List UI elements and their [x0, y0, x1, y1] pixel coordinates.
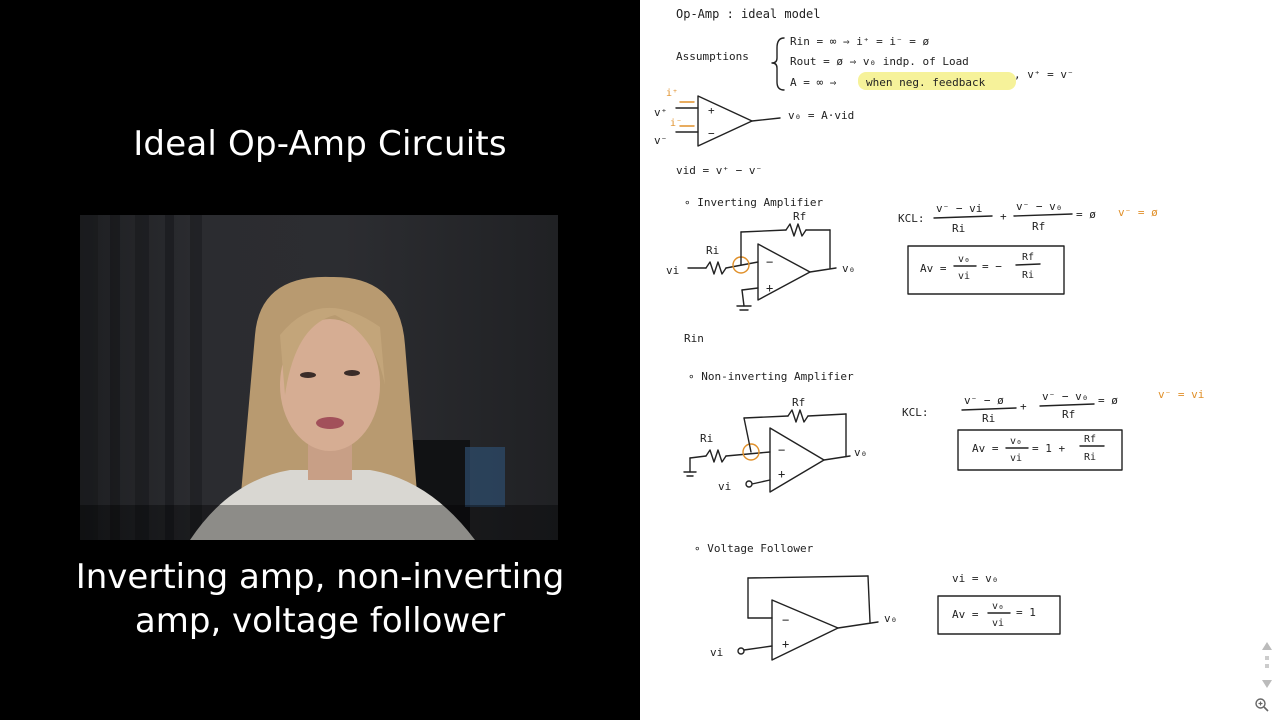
inverting-ri: Ri	[706, 244, 719, 257]
magnifier-glyph	[1255, 698, 1269, 712]
highlight-mark	[858, 72, 1016, 90]
noninverting-kcl-eq: = ø	[1098, 394, 1118, 407]
noninverting-note: v⁻ = vi	[1158, 388, 1204, 401]
svg-text:+: +	[778, 467, 785, 481]
noninverting-gain-lhs: Av =	[972, 442, 999, 455]
inverting-vo: v₀	[842, 262, 855, 275]
noninverting-gain-box	[957, 429, 1123, 471]
assumption-1: Rin = ∞ ⇒ i⁺ = i⁻ = ø	[790, 35, 929, 48]
inverting-gain-num2: Rf	[1022, 252, 1034, 263]
noninverting-gain-num1: v₀	[1010, 436, 1022, 447]
page-scroll-icon[interactable]	[1260, 640, 1274, 690]
noninverting-rf: Rf	[792, 396, 805, 409]
noninverting-gain-mid: = 1 +	[1032, 442, 1065, 455]
notes-page: Op-Amp : ideal model Assumptions Rin = ∞…	[640, 0, 1280, 720]
follower-gain-rhs: = 1	[1016, 606, 1036, 619]
follower-eq: vi = v₀	[952, 572, 998, 585]
follower-circuit: − +	[737, 575, 879, 661]
notes-heading: Op-Amp : ideal model	[676, 7, 821, 21]
assumption-3a: A = ∞ ⇒	[790, 76, 837, 89]
follower-vi: vi	[710, 646, 723, 659]
inverting-gain-den1: vi	[958, 271, 970, 282]
inverting-kcl-label: KCL:	[898, 212, 925, 225]
subtitle-line-2: amp, voltage follower	[134, 601, 506, 641]
vid-equation: vid = v⁺ − v⁻	[676, 164, 762, 177]
slide-subtitle: Inverting amp, non-inverting amp, voltag…	[0, 555, 640, 643]
opamp-in-plus: v⁺	[654, 106, 667, 119]
follower-gain-den: vi	[992, 618, 1004, 629]
zoom-icon[interactable]	[1252, 697, 1272, 717]
svg-text:−: −	[766, 255, 773, 269]
svg-text:+: +	[782, 637, 789, 651]
noninverting-kcl-t1-num: v⁻ − ø	[964, 394, 1004, 407]
assumption-2: Rout = ø ⇒ v₀ indp. of Load	[790, 55, 969, 68]
noninverting-gain-den1: vi	[1010, 453, 1022, 464]
slide-title: Ideal Op-Amp Circuits	[133, 124, 507, 164]
fraction-bar	[961, 407, 1017, 411]
inverting-kcl-eq: = ø	[1076, 208, 1096, 221]
svg-text:−: −	[708, 127, 715, 140]
follower-gain-num: v₀	[992, 601, 1004, 612]
inverting-gain-num1: v₀	[958, 254, 970, 265]
ideal-opamp-symbol: + −	[675, 95, 781, 147]
noninverting-kcl-label: KCL:	[902, 406, 929, 419]
follower-gain-lhs: Av =	[952, 608, 979, 621]
assumption-3c: , v⁺ = v⁻	[1014, 68, 1074, 81]
inverting-kcl-t1-num: v⁻ − vi	[936, 202, 982, 215]
opamp-output-eq: v₀ = A·vid	[788, 109, 854, 122]
noninverting-kcl-t1-den: Ri	[982, 412, 995, 425]
svg-text:+: +	[708, 104, 715, 117]
inverting-note: v⁻ = ø	[1118, 206, 1158, 219]
opamp-i-plus: i⁺	[666, 88, 678, 99]
follower-vo: v₀	[884, 612, 897, 625]
inverting-gain-lhs: Av =	[920, 262, 947, 275]
rin-label: Rin	[684, 332, 704, 345]
assumptions-brace	[771, 37, 785, 91]
subtitle-line-1: Inverting amp, non-inverting	[75, 557, 565, 597]
inverting-rf: Rf	[793, 210, 806, 223]
fraction-bar	[933, 215, 993, 219]
svg-text:−: −	[782, 613, 789, 627]
opamp-i-minus: i⁻	[670, 118, 682, 129]
fraction-bar	[1013, 213, 1073, 217]
fraction-bar	[1039, 403, 1095, 407]
inverting-kcl-t1-den: Ri	[952, 222, 965, 235]
follower-gain-box	[937, 595, 1061, 635]
noninverting-kcl-t2-num: v⁻ − v₀	[1042, 390, 1088, 403]
inverting-gain-mid: = −	[982, 260, 1002, 273]
noninverting-ri: Ri	[700, 432, 713, 445]
noninverting-vo: v₀	[854, 446, 867, 459]
handwritten-notes: Op-Amp : ideal model Assumptions Rin = ∞…	[654, 7, 1204, 661]
assumption-3b: when neg. feedback	[866, 76, 986, 89]
inverting-heading: ∘ Inverting Amplifier	[684, 196, 823, 209]
inverting-kcl-t2-den: Rf	[1032, 220, 1045, 233]
noninverting-gain-den2: Ri	[1084, 452, 1096, 463]
noninverting-heading: ∘ Non-inverting Amplifier	[688, 370, 854, 383]
noninverting-kcl-t2-den: Rf	[1062, 408, 1075, 421]
noninverting-gain-num2: Rf	[1084, 434, 1096, 445]
inverting-kcl-plus: +	[1000, 210, 1007, 223]
svg-text:+: +	[766, 281, 773, 295]
inverting-circuit: − +	[687, 223, 837, 311]
follower-heading: ∘ Voltage Follower	[694, 542, 814, 555]
inverting-vi: vi	[666, 264, 679, 277]
inverting-kcl-t2-num: v⁻ − v₀	[1016, 200, 1062, 213]
opamp-in-minus: v⁻	[654, 134, 667, 147]
noninverting-vi: vi	[718, 480, 731, 493]
noninverting-kcl-plus: +	[1020, 400, 1027, 413]
inverting-gain-den2: Ri	[1022, 270, 1034, 281]
noninverting-circuit: − +	[683, 409, 851, 493]
fraction-bar	[1015, 263, 1041, 266]
presenter-video	[80, 215, 558, 540]
inverting-gain-box	[907, 245, 1065, 295]
svg-text:−: −	[778, 443, 785, 457]
assumptions-label: Assumptions	[676, 50, 749, 63]
presenter-image	[80, 215, 558, 540]
page-scroll-arrows	[1262, 642, 1272, 688]
slide-panel: Ideal Op-Amp Circuits	[0, 124, 640, 643]
